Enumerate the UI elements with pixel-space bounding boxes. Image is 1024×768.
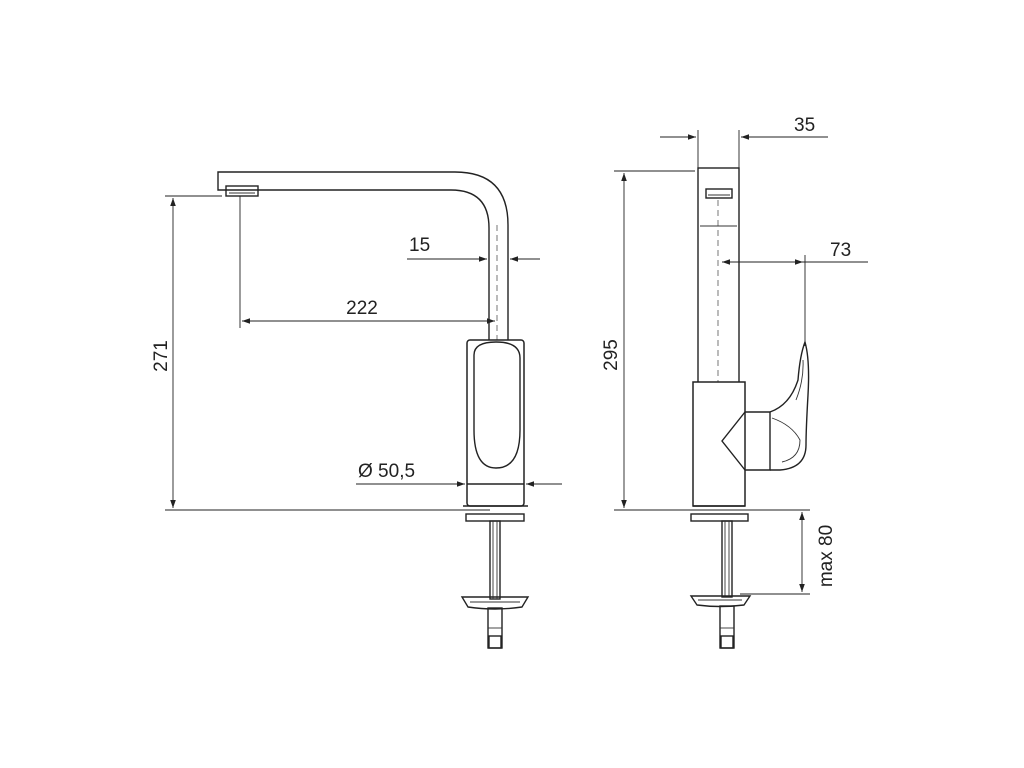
front-view: 295 35 73 max 80 (601, 115, 868, 649)
front-spout (697, 167, 740, 385)
dim-35-label: 35 (794, 115, 815, 136)
side-nut-plate (460, 596, 530, 610)
side-view: 271 222 15 Ø 50,5 (151, 171, 562, 649)
front-washer (690, 513, 749, 522)
dim-222-label: 222 (346, 298, 378, 319)
dim-73-label: 73 (830, 240, 851, 261)
side-handle (473, 341, 521, 469)
dim-295-label: 295 (601, 339, 622, 371)
front-cartridge (745, 411, 771, 471)
front-aerator (705, 188, 733, 199)
front-handle (769, 339, 810, 471)
side-washer (465, 513, 525, 522)
side-stud (489, 520, 501, 600)
side-body (466, 339, 525, 507)
front-stud (721, 520, 733, 598)
dim-505-label: Ø 50,5 (358, 461, 415, 482)
dim-15-label: 15 (409, 235, 430, 256)
dim-271-label: 271 (151, 340, 172, 372)
front-body (692, 381, 746, 507)
dim-max80-label: max 80 (816, 525, 837, 587)
front-hose-end (719, 605, 735, 649)
side-aerator (225, 185, 259, 197)
front-nut-plate (689, 595, 752, 608)
